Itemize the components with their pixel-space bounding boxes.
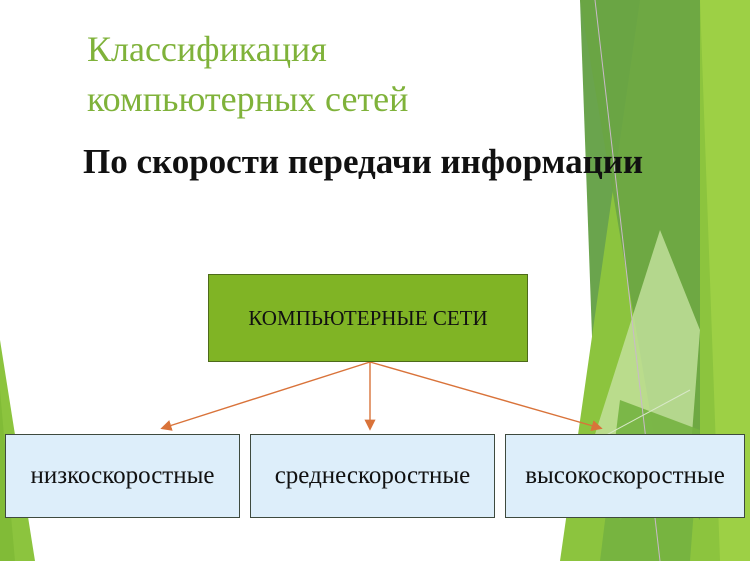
slide-subtitle: По скорости передачи информации: [83, 142, 644, 181]
node-low-speed: низкоскоростные: [5, 434, 240, 518]
node-high-speed: высокоскоростные: [505, 434, 745, 518]
title-line-2: компьютерных сетей: [87, 79, 409, 119]
title-line-1: Классификация: [87, 29, 327, 69]
node-medium-speed: среднескоростные: [250, 434, 495, 518]
slide-title: Классификация компьютерных сетей: [87, 24, 408, 124]
root-node-computer-networks: КОМПЬЮТЕРНЫЕ СЕТИ: [208, 274, 528, 362]
